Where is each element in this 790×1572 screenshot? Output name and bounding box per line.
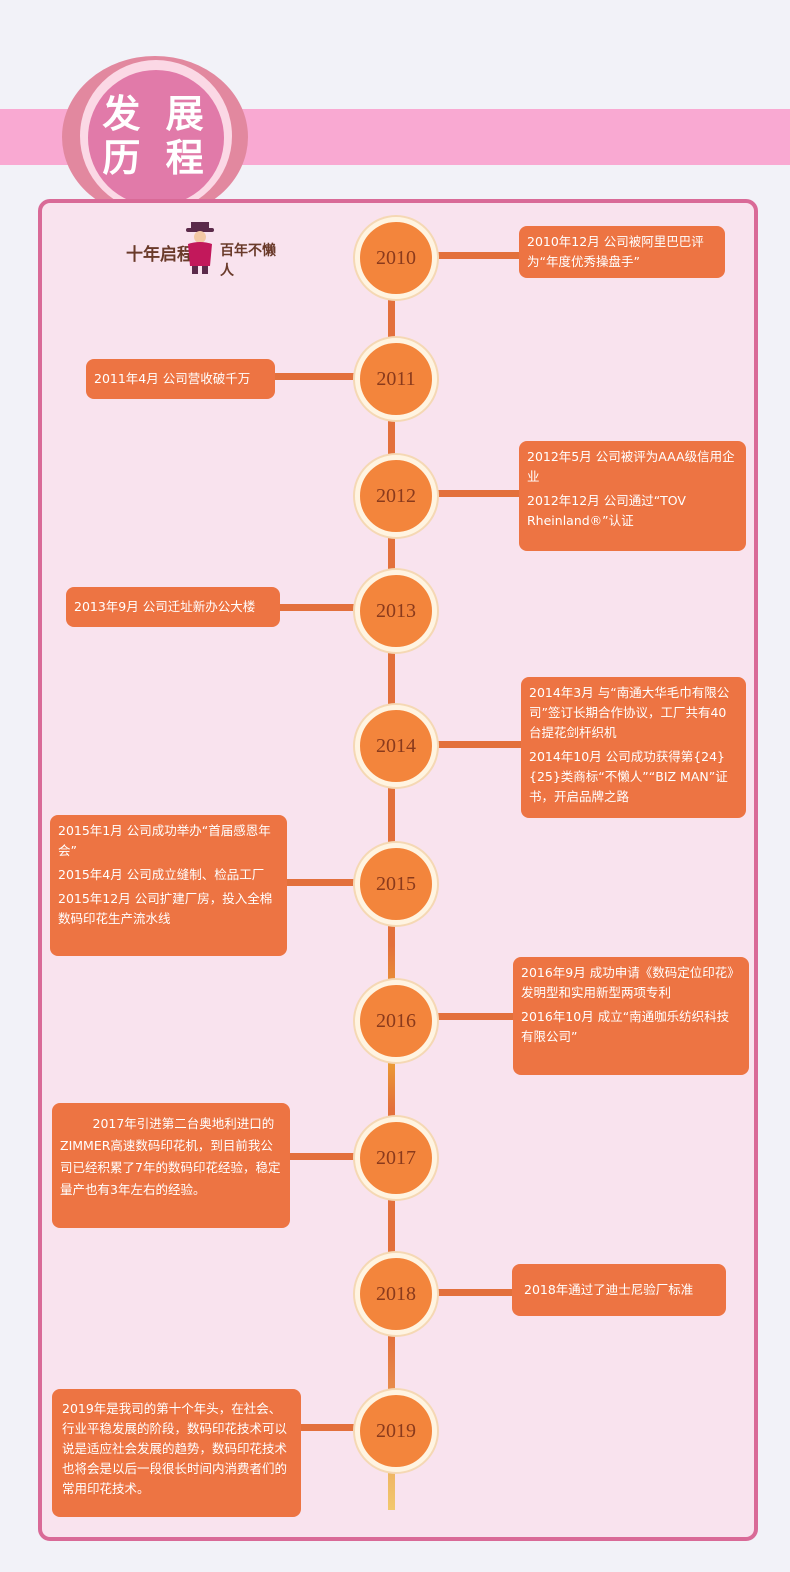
year-node-2013: 2013 xyxy=(355,570,437,652)
year-label: 2017 xyxy=(376,1147,416,1169)
year-label: 2011 xyxy=(376,368,416,390)
event-text: 2010年12月 公司被阿里巴巴评为“年度优秀操盘手” xyxy=(527,234,704,269)
timeline-connector xyxy=(275,604,362,611)
event-text: 2019年是我司的第十个年头，在社会、行业平稳发展的阶段，数码印花技术可以说是适… xyxy=(62,1401,288,1496)
year-node-2017: 2017 xyxy=(355,1117,437,1199)
year-label: 2013 xyxy=(376,600,416,622)
timeline-connector xyxy=(430,1013,518,1020)
year-label: 2012 xyxy=(376,485,416,507)
timeline-connector xyxy=(270,373,362,380)
brand-logo-right: 百年不懒人 xyxy=(220,243,276,279)
event-text: 2017年引进第二台奥地利进口的ZIMMER高速数码印花机，到目前我公司已经积累… xyxy=(60,1116,281,1197)
title-badge xyxy=(88,70,224,206)
event-box-2014: 2014年3月 与“南通大华毛巾有限公司”签订长期合作协议，工厂共有40台提花剑… xyxy=(521,677,746,818)
page-title-line1: 发 展 xyxy=(102,91,210,136)
event-text: 2016年10月 成立“南通咖乐纺织科技有限公司” xyxy=(521,1009,730,1044)
event-text: 2015年12月 公司扩建厂房，投入全棉数码印花生产流水线 xyxy=(58,891,273,926)
timeline-connector xyxy=(430,1289,518,1296)
year-node-2010: 2010 xyxy=(355,217,437,299)
event-box-2015: 2015年1月 公司成功举办“首届感恩年会” 2015年4月 公司成立缝制、检品… xyxy=(50,815,287,956)
year-label: 2010 xyxy=(376,247,416,269)
timeline-connector xyxy=(430,741,525,748)
event-text: 2014年3月 与“南通大华毛巾有限公司”签订长期合作协议，工厂共有40台提花剑… xyxy=(529,685,730,740)
year-node-2015: 2015 xyxy=(355,843,437,925)
event-box-2011: 2011年4月 公司营收破千万 xyxy=(86,359,275,399)
timeline-connector xyxy=(430,490,525,497)
event-text: 2012年12月 公司通过“TOV Rheinland®”认证 xyxy=(527,493,686,528)
page-title-line2: 历 程 xyxy=(102,135,210,180)
event-text: 2011年4月 公司营收破千万 xyxy=(94,371,251,386)
event-text: 2013年9月 公司迁址新办公大楼 xyxy=(74,599,256,614)
event-text: 2015年1月 公司成功举办“首届感恩年会” xyxy=(58,823,271,858)
year-node-2016: 2016 xyxy=(355,980,437,1062)
event-text: 2018年通过了迪士尼验厂标准 xyxy=(524,1282,694,1297)
event-text: 2016年9月 成功申请《数码定位印花》发明型和实用新型两项专利 xyxy=(521,965,740,1000)
event-box-2018: 2018年通过了迪士尼验厂标准 xyxy=(512,1264,726,1316)
year-node-2012: 2012 xyxy=(355,455,437,537)
event-box-2016: 2016年9月 成功申请《数码定位印花》发明型和实用新型两项专利 2016年10… xyxy=(513,957,749,1075)
brand-mascot-icon xyxy=(186,222,214,274)
event-box-2012: 2012年5月 公司被评为AAA级信用企业 2012年12月 公司通过“TOV … xyxy=(519,441,746,551)
year-node-2011: 2011 xyxy=(355,338,437,420)
year-label: 2018 xyxy=(376,1283,416,1305)
event-text: 2014年10月 公司成功获得第{24}{25}类商标“不懒人”“BIZ MAN… xyxy=(529,749,728,804)
page-title: 发 展 历 程 xyxy=(88,92,224,180)
year-node-2019: 2019 xyxy=(355,1390,437,1472)
timeline-connector xyxy=(290,1424,362,1431)
timeline-connector xyxy=(280,879,362,886)
year-node-2014: 2014 xyxy=(355,705,437,787)
year-label: 2015 xyxy=(376,873,416,895)
year-label: 2016 xyxy=(376,1010,416,1032)
brand-logo-left: 十年启程 xyxy=(126,245,194,265)
year-node-2018: 2018 xyxy=(355,1253,437,1335)
event-box-2010: 2010年12月 公司被阿里巴巴评为“年度优秀操盘手” xyxy=(519,226,725,278)
brand-logo: 十年启程 百年不懒人 xyxy=(126,220,276,279)
event-box-2019: 2019年是我司的第十个年头，在社会、行业平稳发展的阶段，数码印花技术可以说是适… xyxy=(52,1389,301,1517)
year-label: 2014 xyxy=(376,735,416,757)
event-text: 2015年4月 公司成立缝制、检品工厂 xyxy=(58,867,265,882)
timeline-connector xyxy=(430,252,525,259)
year-label: 2019 xyxy=(376,1420,416,1442)
event-text: 2012年5月 公司被评为AAA级信用企业 xyxy=(527,449,735,484)
event-box-2017: 2017年引进第二台奥地利进口的ZIMMER高速数码印花机，到目前我公司已经积累… xyxy=(52,1103,290,1228)
timeline-connector xyxy=(285,1153,362,1160)
event-box-2013: 2013年9月 公司迁址新办公大楼 xyxy=(66,587,280,627)
